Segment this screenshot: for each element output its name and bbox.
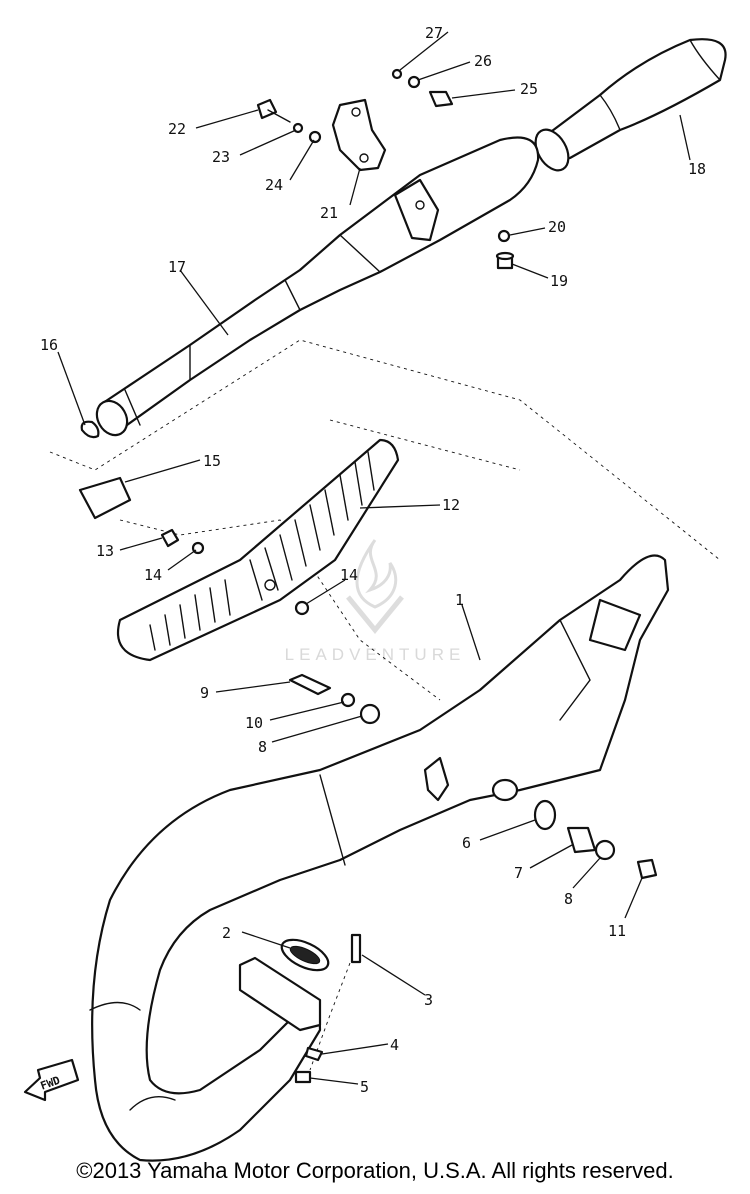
callout-1: 1 <box>455 591 464 609</box>
mount-hardware-lower <box>533 799 658 880</box>
leadventure-watermark-logo <box>346 539 404 634</box>
hardware-guard <box>160 528 310 616</box>
callout-18: 18 <box>688 160 706 178</box>
callout-8-lower: 8 <box>564 890 573 908</box>
callout-7: 7 <box>514 864 523 882</box>
assembly-guide-lines <box>49 339 721 1071</box>
callout-16: 16 <box>40 336 58 354</box>
callout-15: 15 <box>203 452 221 470</box>
callout-19: 19 <box>550 272 568 290</box>
callout-26: 26 <box>474 52 492 70</box>
callout-24: 24 <box>265 176 283 194</box>
leader-lines <box>57 31 691 1085</box>
callout-14-right: 14 <box>340 566 358 584</box>
callout-13: 13 <box>96 542 114 560</box>
callout-12: 12 <box>442 496 460 514</box>
callout-11: 11 <box>608 922 626 940</box>
hardware-top <box>256 68 515 270</box>
callout-23: 23 <box>212 148 230 166</box>
callout-17: 17 <box>168 258 186 276</box>
callout-6: 6 <box>462 834 471 852</box>
callout-5: 5 <box>360 1078 369 1096</box>
bracket-part-21 <box>331 98 387 172</box>
mount-hardware-upper <box>288 673 381 725</box>
callout-8-upper: 8 <box>258 738 267 756</box>
copyright-notice: ©2013 Yamaha Motor Corporation, U.S.A. A… <box>76 1158 674 1183</box>
callout-3: 3 <box>424 991 433 1009</box>
callout-9: 9 <box>200 684 209 702</box>
heat-guard-part-12 <box>116 438 400 662</box>
leadventure-watermark: LEADVENTURE <box>284 645 466 664</box>
callout-14-left: 14 <box>144 566 162 584</box>
forward-direction-arrow: FWD <box>23 1058 80 1102</box>
silencer-part-18 <box>534 38 727 172</box>
circlip-part-16 <box>80 420 100 439</box>
callout-27: 27 <box>425 24 443 42</box>
callout-labels: 27 26 25 22 23 24 21 18 20 19 17 16 15 1… <box>40 24 706 1096</box>
callout-10: 10 <box>245 714 263 732</box>
tail-pipe-part-17 <box>95 136 540 437</box>
callout-2: 2 <box>222 924 231 942</box>
callout-22: 22 <box>168 120 186 138</box>
flange-hardware <box>238 933 362 1084</box>
gasket-part-15 <box>78 476 132 520</box>
callout-4: 4 <box>390 1036 399 1054</box>
callout-25: 25 <box>520 80 538 98</box>
callout-20: 20 <box>548 218 566 236</box>
callout-21: 21 <box>320 204 338 222</box>
